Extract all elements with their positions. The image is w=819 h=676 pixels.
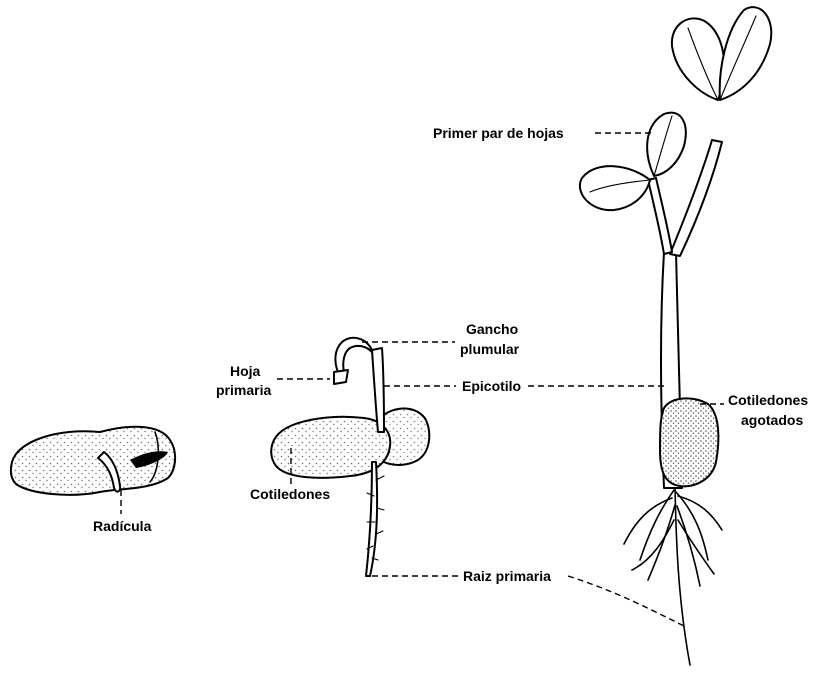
label-gancho-2: plumular — [460, 341, 520, 357]
top-leaf-left — [672, 18, 724, 100]
seed-stage-3 — [580, 7, 771, 665]
label-cotiledones: Cotiledones — [250, 486, 330, 502]
plumular-hook — [335, 338, 372, 372]
label-raiz-primaria: Raiz primaria — [463, 568, 551, 584]
label-hoja-primaria-1: Hoja — [230, 363, 261, 379]
label-radicula: Radícula — [93, 518, 152, 534]
leaf-petiole — [648, 178, 672, 254]
seed-stage-1 — [11, 427, 175, 495]
seed-stage-2 — [271, 338, 429, 576]
label-primer-par: Primer par de hojas — [433, 125, 564, 141]
label-epicotilo: Epicotilo — [462, 378, 521, 394]
leader-lines — [121, 133, 724, 626]
root-system — [624, 485, 722, 665]
first-leaf-right — [647, 113, 686, 176]
primary-leaf-bud — [334, 370, 348, 384]
top-leaf-right — [720, 7, 772, 100]
first-leaf-left — [580, 166, 650, 210]
label-cot-agotados-1: Cotiledones — [728, 392, 808, 408]
label-hoja-primaria-2: primaria — [216, 382, 271, 398]
label-cot-agotados-2: agotados — [741, 412, 803, 428]
label-gancho-1: Gancho — [466, 321, 518, 337]
